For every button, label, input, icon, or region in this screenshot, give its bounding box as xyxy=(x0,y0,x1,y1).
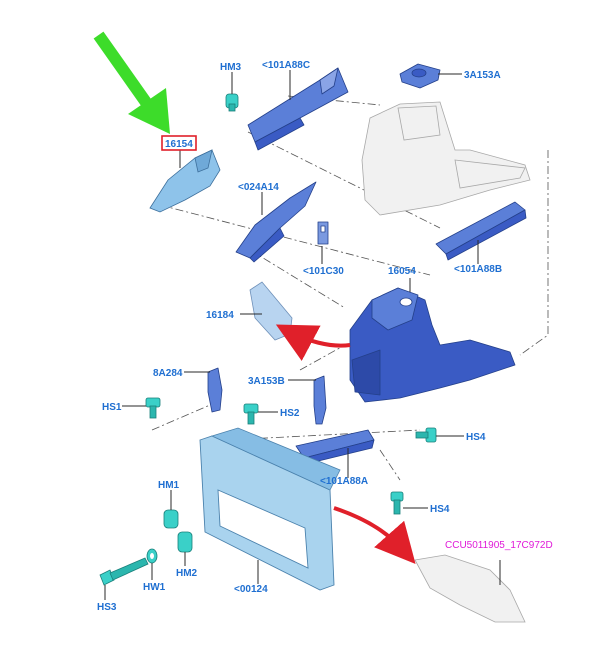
label-16154[interactable]: 16154 xyxy=(165,139,193,150)
part-hs2-bolt[interactable] xyxy=(243,403,259,425)
part-16184[interactable] xyxy=(249,281,293,341)
label-hm2[interactable]: HM2 xyxy=(176,568,198,579)
part-hm3-fastener[interactable] xyxy=(225,93,239,112)
label-16184[interactable]: 16184 xyxy=(206,310,234,321)
part-16054[interactable] xyxy=(349,287,516,403)
part-hs1-bolt[interactable] xyxy=(145,397,161,419)
label-101a88c[interactable]: <101A88C xyxy=(262,60,310,71)
part-024a14[interactable] xyxy=(235,181,317,263)
label-hs2[interactable]: HS2 xyxy=(280,408,300,419)
label-3a153a[interactable]: 3A153A xyxy=(464,70,501,81)
label-101c30[interactable]: <101C30 xyxy=(303,266,344,277)
label-101a88a[interactable]: <101A88A xyxy=(320,476,368,487)
part-hw1-washer[interactable] xyxy=(146,548,158,564)
part-hs3-bolt[interactable] xyxy=(99,557,149,586)
labels: 16154 HM3 <101A88C 3A153A <024A14 <101C3… xyxy=(97,60,553,613)
label-hs4-lower[interactable]: HS4 xyxy=(430,504,450,515)
label-hs3[interactable]: HS3 xyxy=(97,602,117,613)
label-00124[interactable]: <00124 xyxy=(234,584,268,595)
part-hm1-mount[interactable] xyxy=(163,509,179,529)
green-pointer-arrow xyxy=(93,31,170,134)
part-hs4-bolt-upper[interactable] xyxy=(415,427,437,443)
leader-lines xyxy=(104,70,501,600)
part-ghost-lower xyxy=(414,554,526,623)
label-hm1[interactable]: HM1 xyxy=(158,480,180,491)
label-hs4-upper[interactable]: HS4 xyxy=(466,432,486,443)
highlight-box-16154 xyxy=(161,135,197,151)
label-024a14[interactable]: <024A14 xyxy=(238,182,279,193)
label-8a284[interactable]: 8A284 xyxy=(153,368,183,379)
label-hs1[interactable]: HS1 xyxy=(102,402,122,413)
part-ghost-apron-upper xyxy=(361,101,531,216)
part-3a153b[interactable] xyxy=(313,375,327,425)
part-101a88c[interactable] xyxy=(247,67,349,151)
label-hm3[interactable]: HM3 xyxy=(220,62,242,73)
label-16054[interactable]: 16054 xyxy=(388,266,416,277)
part-8a284[interactable] xyxy=(207,367,223,413)
part-3a153a[interactable] xyxy=(399,63,441,89)
part-00124-frame[interactable] xyxy=(199,427,341,591)
assembly-lines xyxy=(151,95,549,481)
part-hs4-bolt-lower[interactable] xyxy=(390,491,404,515)
label-hw1[interactable]: HW1 xyxy=(143,582,166,593)
red-arrows xyxy=(275,324,416,564)
part-hm2-mount[interactable] xyxy=(177,531,193,553)
label-101a88b[interactable]: <101A88B xyxy=(454,264,502,275)
label-ccu5011905[interactable]: CCU5011905_17C972D xyxy=(445,540,553,551)
part-101c30[interactable] xyxy=(317,221,329,245)
part-16154[interactable] xyxy=(149,149,221,213)
part-101a88b[interactable] xyxy=(435,201,527,261)
label-3a153b[interactable]: 3A153B xyxy=(248,376,285,387)
